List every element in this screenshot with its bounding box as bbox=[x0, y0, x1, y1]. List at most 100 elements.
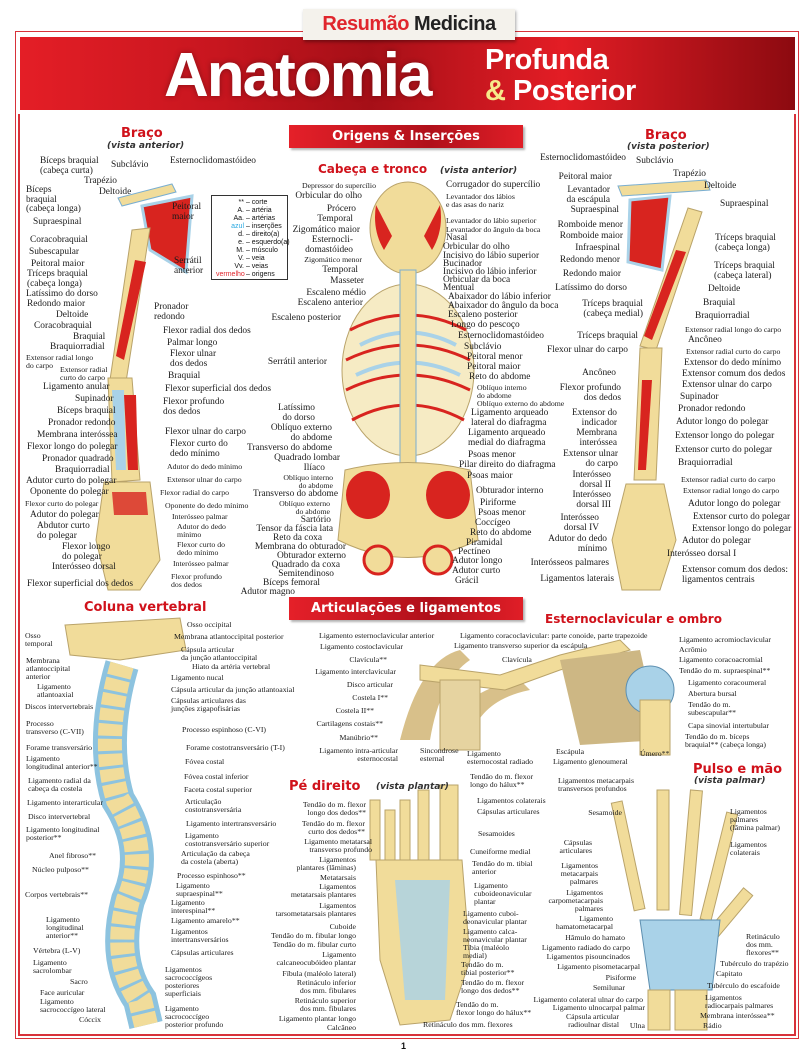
head-trunk-label: Temporal bbox=[317, 214, 353, 224]
arm-anterior-label: Flexor profundo dos dedos bbox=[171, 572, 222, 589]
spine-label: Ligamento longitudinal anterior** bbox=[46, 915, 84, 940]
spine-label: Cápsulas articulares bbox=[171, 948, 234, 957]
arm-posterior-label: Extensor radial longo do carpo bbox=[683, 486, 780, 495]
legend-value: músculo bbox=[251, 247, 278, 254]
head-trunk-label: Semitendinoso bbox=[278, 569, 334, 579]
spine-label: Forame costotransversário (T-I) bbox=[186, 743, 285, 752]
legend-dash: – bbox=[244, 255, 252, 262]
head-trunk-label: Prócero bbox=[326, 204, 356, 214]
head-trunk-title: Cabeça e tronco bbox=[318, 162, 428, 176]
right-foot-label: Tendão do m. flexor longo dos dedos** bbox=[461, 978, 525, 995]
sternoclavicular-shoulder-figure bbox=[400, 639, 675, 756]
arm-posterior-label: Peitoral maior bbox=[558, 172, 612, 182]
page-number: 1 bbox=[401, 1041, 407, 1051]
right-foot-label: Tendão do m. flexor longo do hálux** bbox=[470, 772, 534, 789]
head-trunk-label: Escaleno anterior bbox=[297, 298, 363, 308]
arm-posterior-label: Interósseo dorsal IV bbox=[560, 513, 599, 533]
head-trunk-label: Mentual bbox=[443, 283, 475, 293]
arm-posterior-label: Extensor longo do polegar bbox=[692, 524, 792, 534]
arm-posterior-label: Extensor do dedo mínimo bbox=[684, 358, 782, 368]
spine-label: Ligamentos intertransversários bbox=[171, 927, 229, 944]
arm-posterior-label: Extensor ulnar do carpo bbox=[563, 449, 618, 469]
right-foot-figure bbox=[369, 784, 471, 1026]
right-foot-label: Ligamento cuboi- deonavicular plantar bbox=[463, 909, 527, 926]
arm-posterior-label: Infraespinal bbox=[575, 243, 620, 253]
subtitle-line-2: & Posterior bbox=[485, 76, 636, 107]
ampersand: & bbox=[485, 75, 506, 107]
arm-anterior-label: Flexor superficial dos dedos bbox=[165, 384, 271, 394]
spine-label: Articulação costotransversária bbox=[185, 797, 242, 814]
banner-origins-insertions: Origens & Inserções bbox=[289, 125, 523, 148]
head-trunk-label: Bíceps femoral bbox=[262, 578, 320, 588]
head-trunk-label: Zigomático menor bbox=[304, 255, 362, 264]
arm-posterior-label: Extensor do indicador bbox=[571, 408, 617, 428]
subtitle-posterior: Posterior bbox=[513, 75, 636, 107]
right-foot-label: Sesamoides bbox=[478, 829, 515, 838]
sternoclavicular-shoulder-label: Costela II** bbox=[335, 706, 374, 715]
spine-label: Ligamento radial da cabeça da costela bbox=[28, 776, 91, 793]
head-trunk-label: Oblíquo interno do abdome bbox=[477, 383, 527, 400]
legend-key: ** bbox=[238, 199, 244, 206]
head-trunk-label: Masseter bbox=[330, 276, 364, 286]
arm-posterior-label: Adutor longo do polegar bbox=[688, 499, 781, 509]
arm-posterior-label: Adutor do polegar bbox=[682, 536, 751, 546]
sternoclavicular-shoulder-label: Cartilagens costais** bbox=[316, 719, 383, 728]
head-trunk-label: Grácil bbox=[455, 576, 479, 586]
sternoclavicular-shoulder-label: Costela I** bbox=[352, 693, 388, 702]
arm-posterior-label: Tríceps braquial (cabeça medial) bbox=[582, 299, 643, 319]
arm-anterior-label: Adutor do dedo mínimo bbox=[177, 522, 226, 539]
head-trunk-label: Levantador dos lábios e das asas do nari… bbox=[446, 192, 515, 209]
legend-key: Aa. bbox=[233, 215, 244, 222]
legend-dash: – bbox=[244, 247, 252, 254]
sternoclavicular-shoulder-label: Acrômio bbox=[679, 645, 707, 654]
right-foot-label: Ligamentos plantares (lâminas) bbox=[296, 855, 356, 872]
head-trunk-label: Ligamento arqueado lateral do diafragma bbox=[471, 408, 549, 428]
arm-posterior-label: Tríceps braquial (cabeça longa) bbox=[715, 233, 776, 253]
legend-value: esquerdo(a) bbox=[251, 239, 290, 246]
head-trunk-label: Pectíneo bbox=[458, 547, 491, 557]
head-trunk-label: Oblíquo interno do abdome bbox=[283, 473, 333, 490]
head-trunk-label: Incisivo do lábio superior bbox=[443, 251, 540, 261]
head-trunk-label: Zigomático maior bbox=[292, 225, 360, 235]
arm-posterior-label: Ligamentos laterais bbox=[540, 574, 614, 584]
head-trunk-label: Psoas menor bbox=[478, 508, 526, 518]
spine-label: Cóccix bbox=[79, 1015, 102, 1024]
wrist-hand-label: Rádio bbox=[703, 1021, 722, 1030]
legend-value: veia bbox=[251, 255, 265, 262]
head-trunk-label: Escaleno médio bbox=[306, 288, 366, 298]
wrist-hand-title: Pulso e mão bbox=[693, 762, 783, 777]
sternoclavicular-shoulder-label: Manúbrio** bbox=[339, 733, 378, 742]
head-trunk-label: Reto da coxa bbox=[273, 533, 322, 543]
right-foot-label: Ligamentos colaterais bbox=[477, 796, 546, 805]
arm-posterior-label: Levantador da escápula bbox=[566, 185, 610, 205]
right-foot-label: Tíbia (maléolo medial) bbox=[463, 943, 510, 960]
wrist-hand-label: Ligamento pisometacarpal bbox=[557, 962, 640, 971]
head-trunk-label: Psoas maior bbox=[467, 471, 513, 481]
page-subtitle: Profunda& Posterior bbox=[485, 45, 636, 107]
arm-posterior-label: Interósseo dorsal III bbox=[572, 490, 611, 510]
head-trunk-label: Coccígeo bbox=[475, 518, 511, 528]
wrist-hand-label: Ligamentos palmares (lâmina palmar) bbox=[730, 807, 781, 832]
right-foot-label: Ligamento plantar longo bbox=[278, 1014, 356, 1023]
sternoclavicular-shoulder-label: Ligamento interclavicular bbox=[315, 667, 396, 676]
head-trunk-label: Esternoclidomastóideo bbox=[458, 331, 544, 341]
right-foot-label: Tendão do m. flexor curto dos dedos** bbox=[301, 819, 365, 836]
sternoclavicular-shoulder-label: Ligamento intra-articular esternocostal bbox=[319, 746, 398, 763]
right-foot-label: Calcâneo bbox=[326, 1023, 356, 1032]
legend-dash: – bbox=[244, 231, 252, 238]
legend-value: artéria bbox=[251, 207, 272, 214]
arm-anterior-label: Flexor curto do dedo mínimo bbox=[170, 439, 228, 459]
legend-dash: – bbox=[244, 215, 252, 222]
legend-dash: – bbox=[244, 199, 252, 206]
wrist-hand-label: Ligamento radiado do carpo bbox=[541, 943, 630, 952]
arm-posterior-label: Braquiorradial bbox=[678, 458, 733, 468]
wrist-hand-label: Ligamento colateral ulnar do carpo bbox=[533, 995, 643, 1004]
head-trunk-label: Escaleno posterior bbox=[448, 310, 518, 320]
head-trunk-label: Orbicular do olho bbox=[295, 191, 362, 201]
right-foot-subtitle: (vista plantar) bbox=[376, 782, 449, 792]
spine-label: Osso occipital bbox=[187, 620, 232, 629]
sternoclavicular-shoulder-label: Abertura bursal bbox=[688, 689, 737, 698]
right-foot-label: Retináculo dos mm. flexores bbox=[423, 1020, 513, 1029]
spine-label: Ligamento atlantoaxial bbox=[37, 682, 74, 699]
